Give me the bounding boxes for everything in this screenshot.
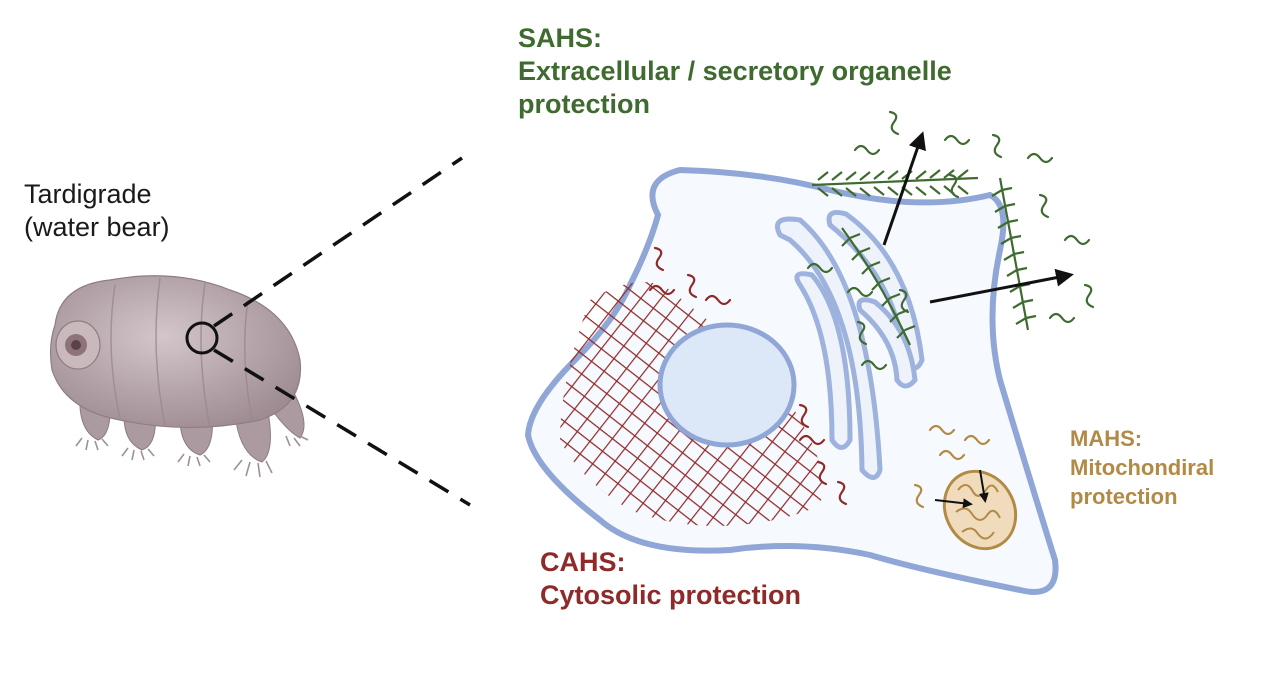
nucleus	[657, 322, 797, 448]
tardigrade-common-name: (water bear)	[24, 211, 170, 242]
cahs-protein-squiggles	[648, 246, 848, 506]
mahs-description-line2: protection	[1070, 484, 1178, 510]
cell-diagram	[524, 110, 1095, 595]
cahs-title: CAHS:	[540, 547, 626, 577]
sahs-title: SAHS:	[518, 23, 603, 53]
sahs-label: SAHS: Extracellular / secretory organell…	[518, 22, 952, 121]
secretion-arrows	[882, 131, 1074, 509]
mahs-description-line1: Mitochondiral	[1070, 455, 1215, 481]
tardigrade-label: Tardigrade (water bear)	[24, 178, 170, 244]
mahs-label: MAHS: Mitochondiral protection	[1070, 424, 1214, 511]
sahs-protein-squiggles	[806, 110, 1095, 371]
cahs-label: CAHS: Cytosolic protection	[540, 546, 801, 612]
mitochondrion	[942, 469, 1018, 551]
cahs-description-line1: Cytosolic protection	[540, 579, 802, 610]
tardigrade-illustration	[49, 275, 309, 478]
mahs-protein-squiggles	[913, 424, 991, 509]
sahs-description-line2: protection	[518, 88, 650, 119]
sahs-fibers	[811, 169, 1037, 346]
mahs-title: MAHS:	[1070, 426, 1143, 451]
sahs-description-line1: Extracellular / secretory organelle	[518, 55, 952, 86]
zoom-lines	[213, 156, 471, 507]
tardigrade-name: Tardigrade	[24, 179, 152, 209]
